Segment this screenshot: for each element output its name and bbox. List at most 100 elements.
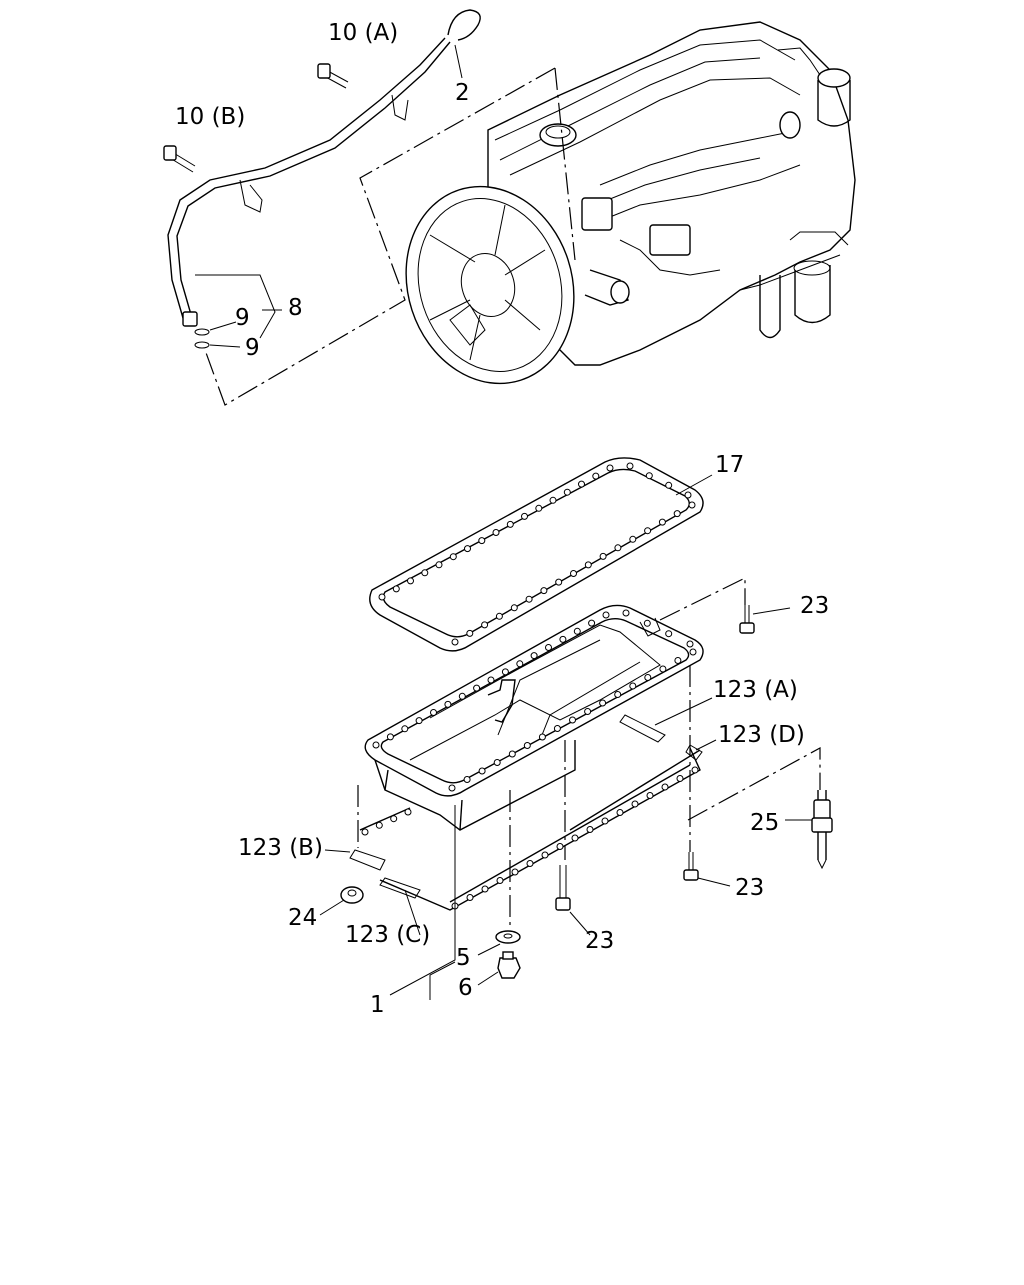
callout-23-top: 23 [800, 593, 829, 619]
bolt-hole [375, 821, 383, 829]
bolt-hole [538, 733, 546, 741]
callout-2: 2 [455, 80, 470, 106]
bolt-hole [407, 577, 414, 585]
callout-25: 25 [750, 810, 779, 836]
bolt-hole [449, 553, 457, 561]
bolt-hole [569, 716, 576, 724]
bolt-hole [404, 808, 412, 816]
bolt-hole [378, 593, 386, 601]
fasteners-lower [340, 605, 833, 979]
leader-lines-lower [319, 474, 812, 1000]
bolt-hole [665, 630, 673, 638]
callout-24: 24 [288, 905, 317, 931]
bolt-hole [526, 860, 534, 867]
bolt-hole [495, 612, 503, 620]
bolt-hole [629, 682, 637, 690]
bolt-hole [508, 750, 516, 758]
bolt-hole [644, 674, 652, 681]
bolt-hole [673, 510, 681, 518]
bolt-hole [601, 817, 609, 825]
bolt-hole [559, 635, 567, 643]
callout-labels: 10 (A) 2 10 (B) 9 8 9 17 23 123 (A) 123 … [175, 20, 829, 1018]
callout-23-right: 23 [735, 875, 764, 901]
callout-5: 5 [456, 945, 471, 971]
bolt-hole [464, 545, 471, 553]
bolt-hole [688, 501, 696, 509]
bolt-hole [451, 638, 459, 646]
bolt-hole [487, 676, 495, 684]
callout-123d: 123 (D) [718, 722, 805, 748]
bolt-hole [556, 843, 564, 850]
bolt-hole [644, 527, 652, 535]
bolt-hole [555, 578, 563, 586]
bolt-hole [614, 691, 622, 698]
bolt-hole [570, 570, 577, 577]
bolt-hole [643, 619, 651, 627]
bolt-hole [496, 877, 504, 884]
bolt-hole [421, 569, 429, 577]
bolt-hole [588, 619, 596, 627]
bolt-hole [361, 828, 369, 836]
callout-8: 8 [288, 295, 303, 321]
bolt-hole [511, 868, 519, 876]
stiffener-plates [349, 714, 703, 911]
callout-9-lower: 9 [245, 335, 260, 361]
bolt-hole [563, 488, 571, 496]
bolt-hole [676, 775, 684, 782]
bolt-hole [390, 815, 398, 823]
bolt-hole [584, 561, 592, 569]
bolt-hole [616, 809, 624, 816]
bolt-hole [481, 885, 489, 893]
bolt-hole [645, 472, 653, 480]
bolt-hole [549, 496, 557, 504]
callout-17: 17 [715, 452, 744, 478]
bolt-hole [492, 529, 500, 536]
bolt-hole [674, 657, 682, 664]
bolt-hole [372, 741, 380, 749]
bolt-hole [646, 792, 654, 799]
bolt-hole [401, 725, 409, 733]
bolt-hole [599, 552, 607, 560]
bolt-hole [535, 504, 543, 512]
callout-123b: 123 (B) [238, 835, 323, 861]
bolt-hole [665, 481, 673, 489]
bolt-hole [392, 585, 400, 593]
bolt-hole [506, 520, 514, 528]
bolt-hole [466, 894, 474, 901]
bolt-hole [473, 684, 481, 692]
reference-lines-lower [357, 577, 821, 928]
bolt-hole [622, 609, 630, 617]
bolt-hole [571, 834, 579, 842]
bolt-hole [691, 766, 699, 774]
bolt-hole [614, 544, 622, 552]
bolt-hole [466, 629, 474, 637]
bolt-hole [573, 627, 581, 635]
callout-1: 1 [370, 992, 385, 1018]
callout-10b: 10 (B) [175, 104, 245, 130]
bolt-hole [659, 665, 667, 673]
callout-123a: 123 (A) [713, 677, 798, 703]
bolt-hole [599, 699, 607, 707]
oil-pan-gasket [369, 457, 704, 652]
callout-10a: 10 (A) [328, 20, 398, 46]
callout-9-upper: 9 [235, 305, 250, 331]
bolt-hole [530, 652, 538, 660]
oil-pan [364, 604, 704, 831]
bolt-hole [415, 717, 423, 725]
bolt-hole [545, 644, 552, 651]
bolt-hole [553, 725, 561, 732]
bolt-hole [626, 462, 634, 470]
bolt-hole [658, 518, 666, 526]
bolt-hole [684, 491, 692, 499]
bolt-hole [501, 668, 509, 676]
bolt-hole [689, 648, 697, 656]
bolt-hole [629, 535, 637, 543]
dipstick-assembly [163, 9, 481, 349]
bolt-hole [478, 537, 486, 545]
bolt-hole [521, 512, 528, 520]
bolt-hole [435, 561, 443, 569]
bolt-hole [584, 708, 592, 715]
bolt-hole [510, 604, 518, 612]
